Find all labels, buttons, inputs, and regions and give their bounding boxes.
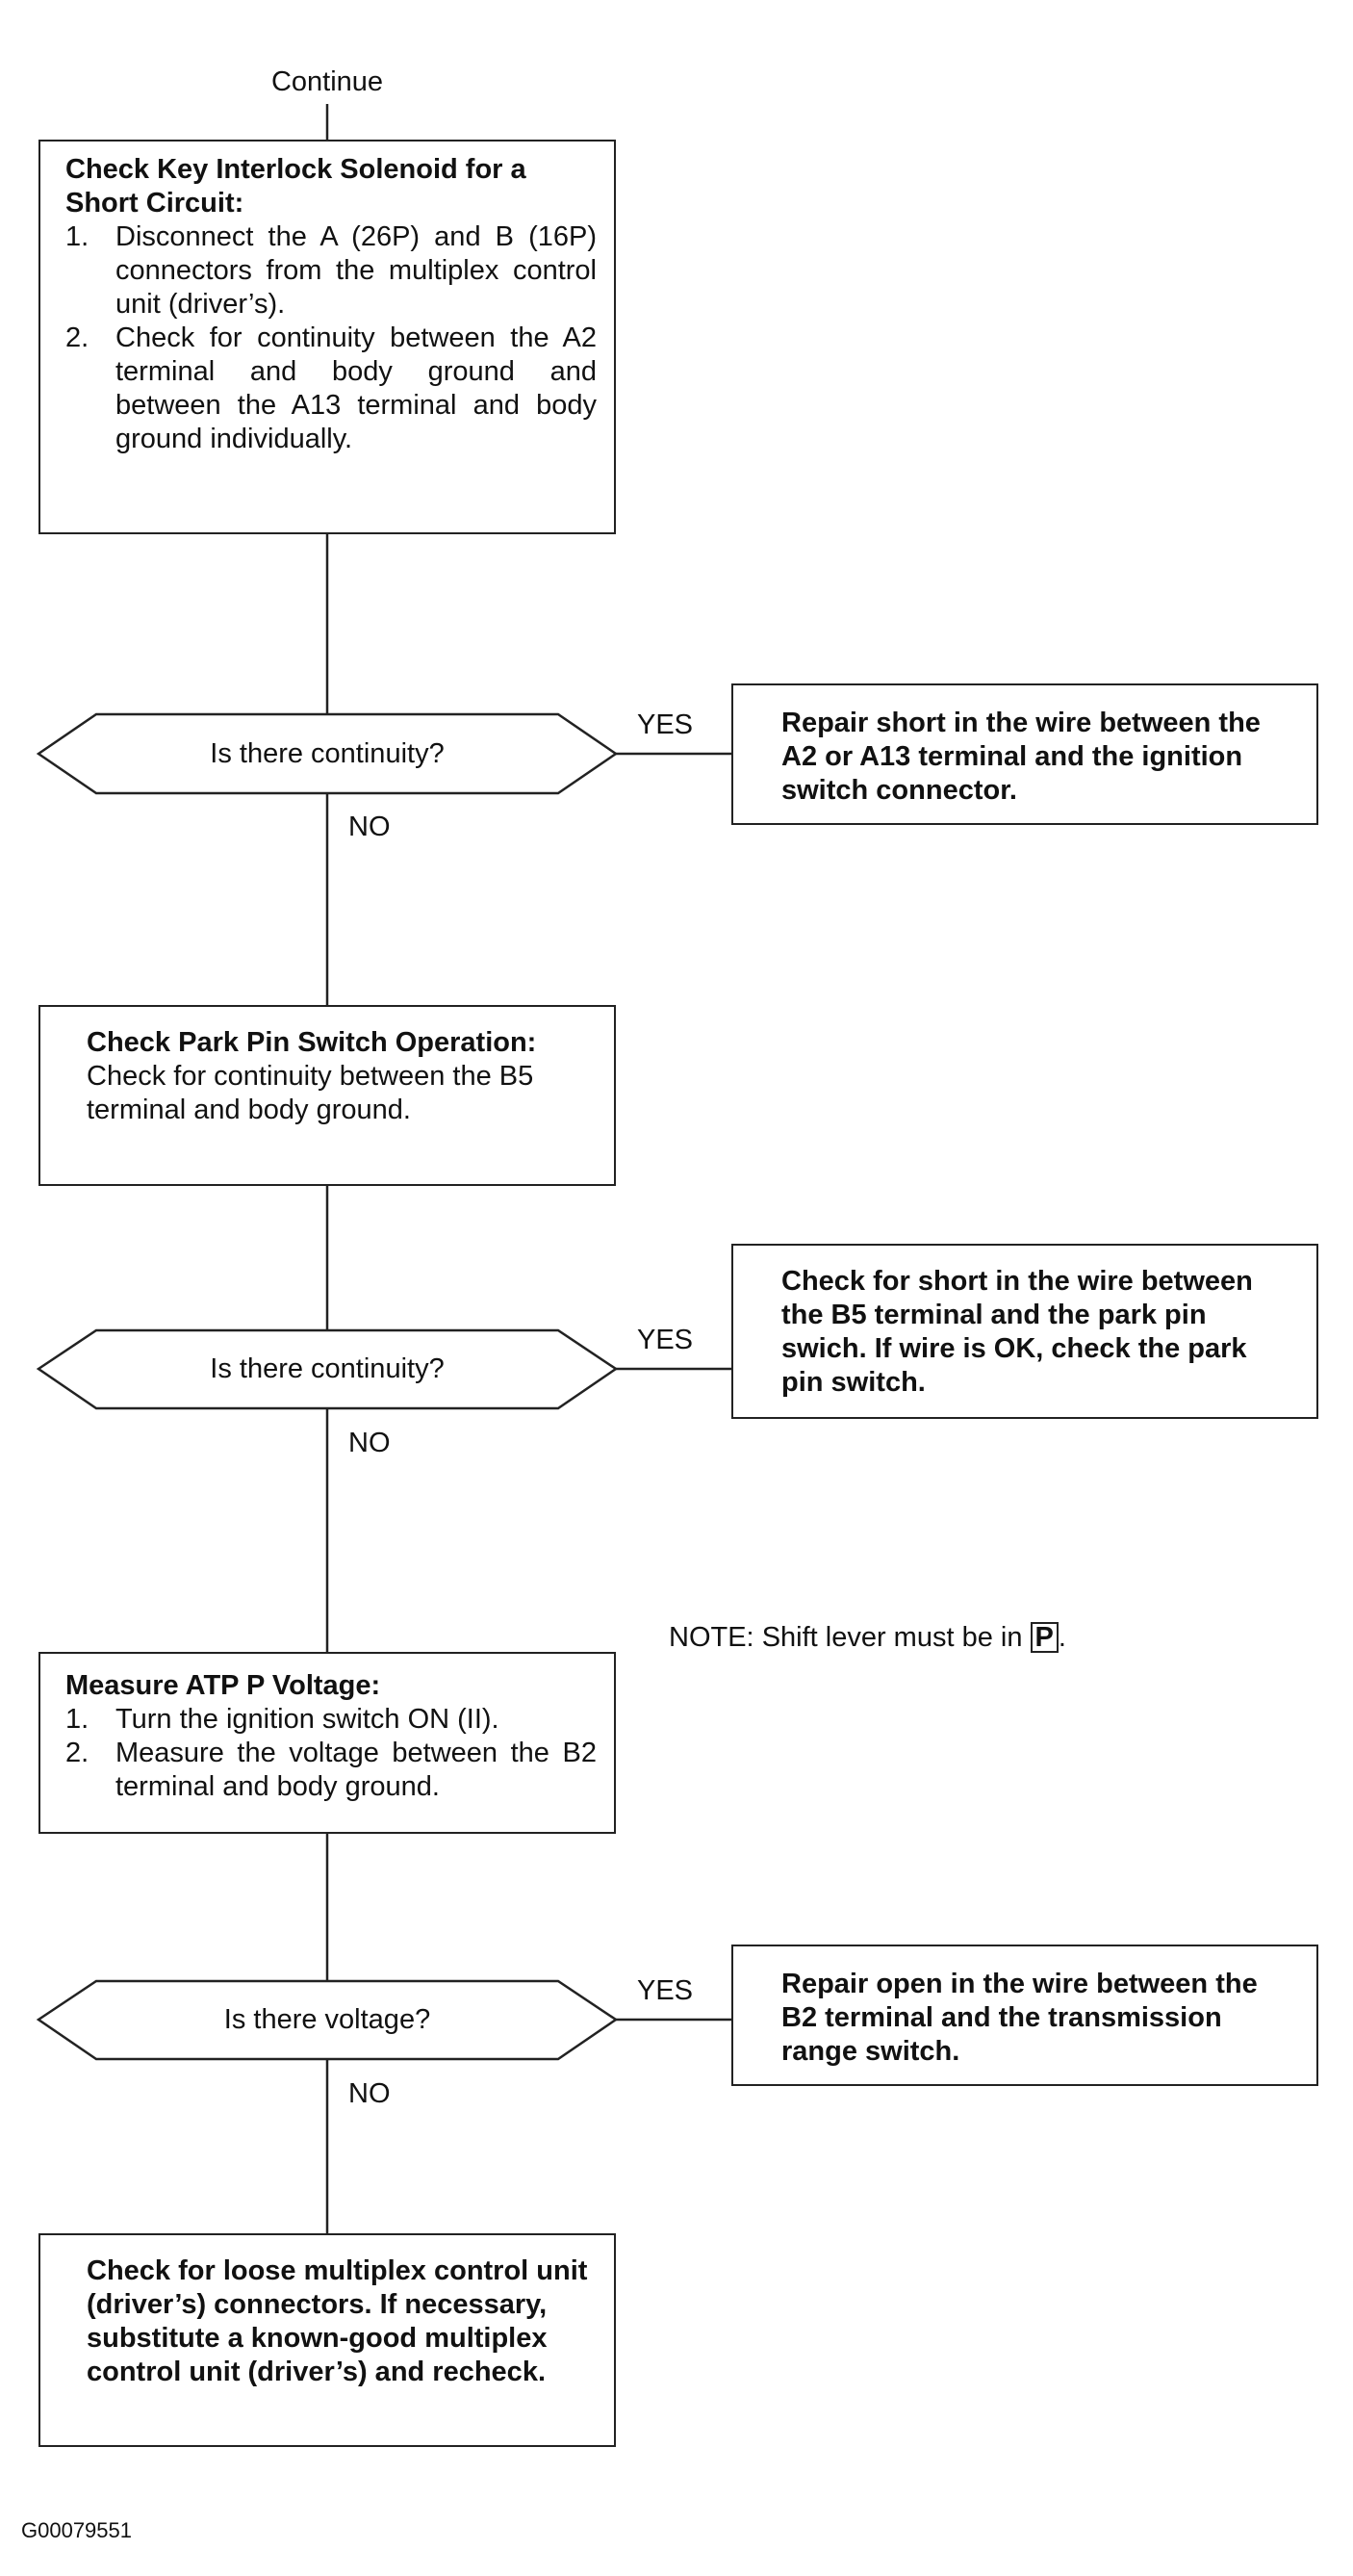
instruction-item: 1. Turn the ignition switch ON (II). <box>65 1703 597 1737</box>
instruction-text: Disconnect the A (26P) and B (16P) conne… <box>115 221 597 320</box>
instruction-number: 2. <box>65 322 89 353</box>
instruction-number: 1. <box>65 1704 89 1735</box>
action-text: Repair open in the wire between the B2 t… <box>781 1969 1258 2067</box>
decision-no-label-3: NO <box>348 2078 391 2109</box>
decision-yes-label-1: YES <box>637 709 694 740</box>
note-prefix: NOTE: <box>669 1622 754 1653</box>
step-title: Measure ATP P Voltage: <box>65 1670 381 1701</box>
action-repair-open-b2: Repair open in the wire between the B2 t… <box>731 1945 1318 2086</box>
instruction-item: 1. Disconnect the A (26P) and B (16P) co… <box>65 220 597 322</box>
instruction-item: 2. Measure the voltage between the B2 te… <box>65 1737 597 1804</box>
action-text: Repair short in the wire between the A2 … <box>781 708 1261 806</box>
instruction-number: 2. <box>65 1738 89 1768</box>
decision-no-label-2: NO <box>348 1428 391 1458</box>
step-body: Check for loose multiplex control unit (… <box>87 2255 588 2387</box>
decision-no-label-1: NO <box>348 811 391 842</box>
step-title: Check Park Pin Switch Operation: <box>87 1027 537 1058</box>
instruction-item: 2. Check for continuity between the A2 t… <box>65 322 597 456</box>
park-position-symbol: P <box>1030 1622 1059 1653</box>
note: NOTE: Shift lever must be in P. <box>669 1621 1066 1655</box>
step-check-park-pin-switch: Check Park Pin Switch Operation: Check f… <box>38 1005 616 1186</box>
instruction-number: 1. <box>65 221 89 252</box>
action-text: Check for short in the wire between the … <box>781 1266 1253 1398</box>
decision-yes-label-3: YES <box>637 1975 694 2006</box>
decision-yes-label-2: YES <box>637 1325 694 1355</box>
instruction-text: Measure the voltage between the B2 termi… <box>115 1738 597 1802</box>
decision-diamond-3 <box>36 1979 619 2061</box>
step-measure-atp-p-voltage: Measure ATP P Voltage: 1. Turn the ignit… <box>38 1652 616 1834</box>
step-check-loose-connectors: Check for loose multiplex control unit (… <box>38 2233 616 2447</box>
step-instructions: 1. Turn the ignition switch ON (II). 2. … <box>65 1703 597 1804</box>
instruction-text: Check for continuity between the A2 term… <box>115 322 597 454</box>
decision-diamond-2 <box>36 1328 619 1410</box>
step-title: Check Key Interlock Solenoid for a Short… <box>65 154 526 219</box>
note-suffix: . <box>1058 1622 1066 1653</box>
start-label: Continue <box>270 66 384 97</box>
step-check-key-interlock-solenoid: Check Key Interlock Solenoid for a Short… <box>38 140 616 534</box>
action-repair-short-a2-a13: Repair short in the wire between the A2 … <box>731 683 1318 825</box>
figure-id: G00079551 <box>21 2518 132 2542</box>
decision-question-1: Is there continuity? <box>210 738 445 769</box>
step-instructions: 1. Disconnect the A (26P) and B (16P) co… <box>65 220 597 456</box>
step-body: Check for continuity between the B5 term… <box>87 1061 534 1125</box>
action-check-short-b5: Check for short in the wire between the … <box>731 1244 1318 1419</box>
note-text: Shift lever must be in <box>761 1622 1023 1653</box>
decision-diamond-1 <box>36 712 619 795</box>
decision-question-3: Is there voltage? <box>223 2004 431 2035</box>
decision-question-2: Is there continuity? <box>210 1353 445 1384</box>
instruction-text: Turn the ignition switch ON (II). <box>115 1704 499 1735</box>
